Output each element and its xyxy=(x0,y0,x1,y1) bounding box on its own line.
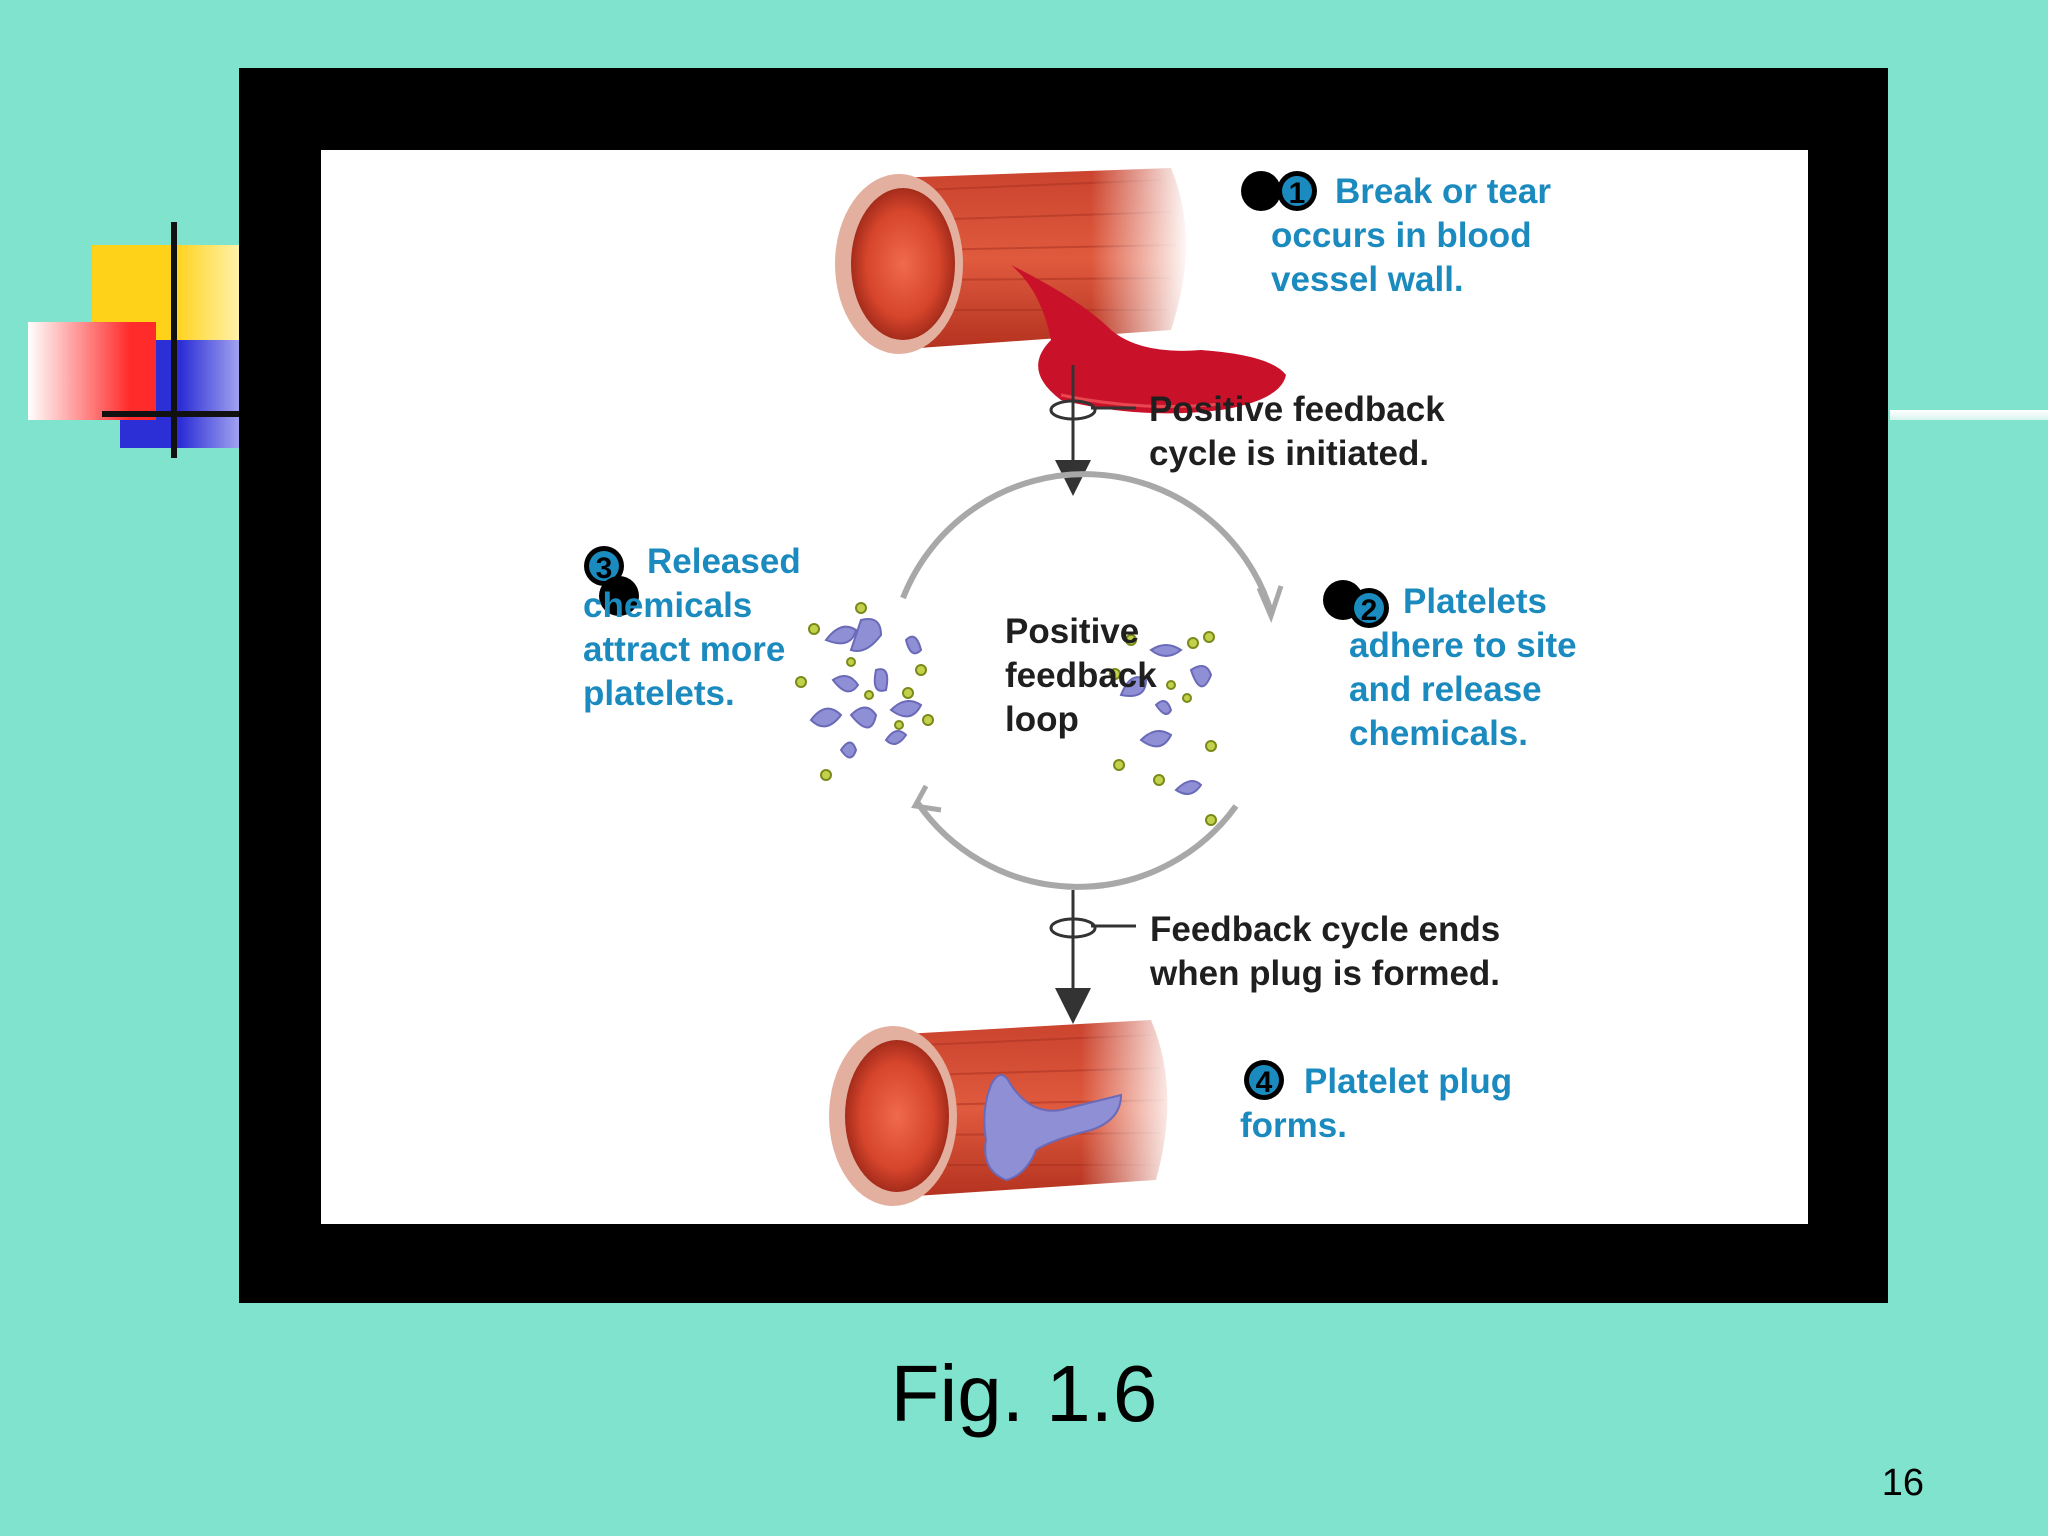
step4-number-badge xyxy=(1244,1060,1284,1100)
platelet-cluster-left xyxy=(795,602,934,781)
plugged-vessel-illustration xyxy=(829,1010,1181,1210)
decor-horizontal-line xyxy=(102,411,242,417)
diagram-graphics: 1 2 3 4 xyxy=(584,160,1389,1210)
step1-number: 1 xyxy=(1289,177,1306,210)
step2-label: Platelets adhere to site and release che… xyxy=(1349,582,1577,753)
initiation-arrow xyxy=(1049,365,1136,496)
step3-number-badge xyxy=(584,546,639,616)
red-decor-block xyxy=(28,322,156,420)
platelet-cluster-right xyxy=(1109,631,1217,826)
step2-number: 2 xyxy=(1361,594,1378,627)
termination-arrow xyxy=(1049,890,1136,1024)
slide-frame: 1 2 3 4 Break or tear occurs in blood ve… xyxy=(239,68,1888,1303)
step4-number: 4 xyxy=(1256,1066,1273,1099)
torn-vessel-illustration xyxy=(835,160,1286,414)
feedback-loop-label: Positive feedback loop xyxy=(1005,612,1157,739)
page-number: 16 xyxy=(1881,1462,1924,1504)
figure-panel: 1 2 3 4 Break or tear occurs in blood ve… xyxy=(321,150,1808,1224)
step1-label: Break or tear occurs in blood vessel wal… xyxy=(1271,172,1551,299)
step2-number-badge xyxy=(1323,580,1389,628)
step3-label: Released chemicals attract more platelet… xyxy=(583,542,801,713)
cycle-ends-label: Feedback cycle ends when plug is formed. xyxy=(1150,910,1501,993)
feedback-loop-arrows xyxy=(900,471,1284,890)
cycle-initiated-label: Positive feedback cycle is initiated. xyxy=(1149,390,1445,473)
step3-number: 3 xyxy=(596,552,613,585)
step4-label: Platelet plug forms. xyxy=(1240,1062,1513,1145)
step1-number-badge xyxy=(1241,171,1317,211)
decor-vertical-line xyxy=(171,222,177,458)
figure-caption: Fig. 1.6 xyxy=(890,1349,1158,1438)
accent-line xyxy=(1890,410,2048,420)
